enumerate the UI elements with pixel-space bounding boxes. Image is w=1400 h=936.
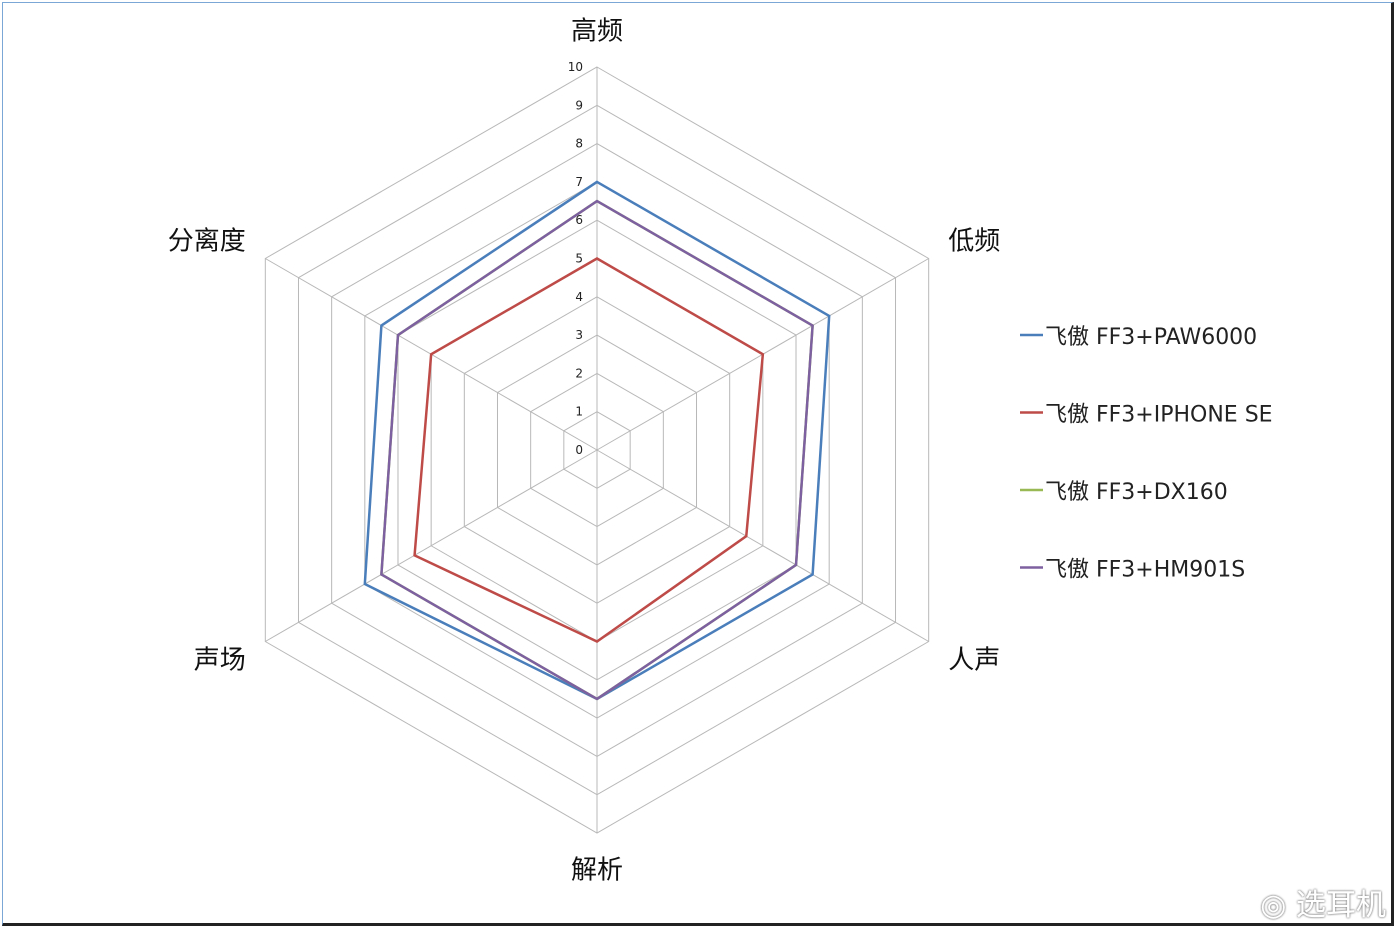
legend-entry: 飞傲 FF3+HM901S — [1045, 558, 1245, 583]
legend-entry: 飞傲 FF3+DX160 — [1045, 480, 1228, 505]
tick-label: 0 — [575, 443, 583, 457]
axis-label: 解析 — [571, 855, 623, 885]
tick-label: 4 — [575, 290, 583, 304]
axis-label: 分离度 — [168, 226, 246, 256]
axis-label: 低频 — [948, 226, 1000, 256]
series-line — [413, 257, 765, 643]
watermark: ◎ 选耳机 — [1260, 888, 1386, 923]
tick-label: 8 — [575, 137, 583, 151]
tick-label: 5 — [575, 252, 583, 266]
tick-label: 9 — [575, 98, 583, 112]
tick-label: 10 — [568, 60, 583, 74]
axis-label: 人声 — [948, 646, 1000, 676]
tick-label: 1 — [575, 405, 583, 419]
grid-spoke — [596, 449, 929, 642]
axis-label: 声场 — [194, 646, 246, 676]
weibo-icon: ◎ — [1260, 888, 1296, 923]
axis-label: 高频 — [571, 17, 623, 47]
tick-label: 6 — [575, 213, 583, 227]
tick-label: 7 — [575, 175, 583, 189]
tick-label: 3 — [575, 328, 583, 342]
grid-spoke — [265, 449, 598, 642]
legend-entry: 飞傲 FF3+IPHONE SE — [1045, 403, 1273, 428]
tick-label: 2 — [575, 366, 583, 380]
legend-entry: 飞傲 FF3+PAW6000 — [1045, 325, 1257, 350]
